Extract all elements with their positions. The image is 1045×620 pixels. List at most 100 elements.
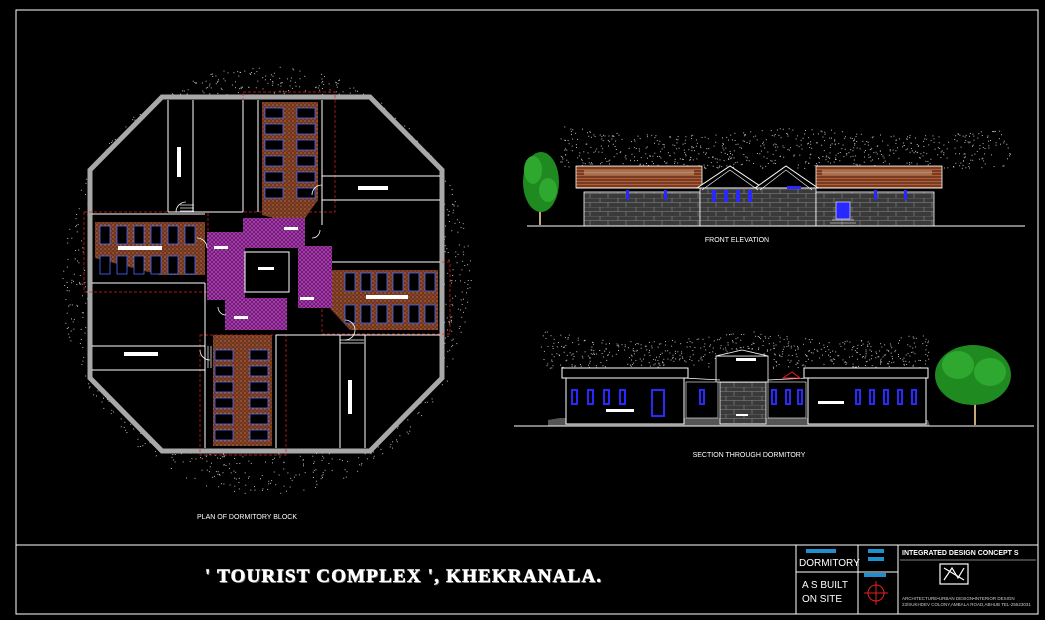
stipple-dot bbox=[86, 178, 88, 180]
stipple-dot bbox=[922, 335, 924, 337]
stipple-dot bbox=[270, 79, 271, 81]
stipple-dot bbox=[567, 337, 569, 339]
bunk-bed bbox=[296, 171, 316, 183]
stipple-dot bbox=[363, 93, 364, 95]
stipple-dot bbox=[712, 347, 714, 349]
stipple-dot bbox=[927, 160, 929, 162]
stipple-dot bbox=[630, 341, 632, 343]
stipple-dot bbox=[445, 337, 447, 339]
stipple-dot bbox=[807, 143, 809, 145]
stipple-dot bbox=[729, 156, 731, 158]
stipple-dot bbox=[675, 352, 676, 354]
stipple-dot bbox=[234, 485, 236, 487]
stipple-dot bbox=[790, 147, 791, 149]
stipple-dot bbox=[890, 136, 892, 138]
stipple-dot bbox=[829, 152, 831, 154]
stipple-dot bbox=[588, 157, 590, 159]
stipple-dot bbox=[922, 343, 924, 345]
stipple-dot bbox=[73, 319, 75, 321]
stipple-dot bbox=[566, 149, 568, 151]
stipple-dot bbox=[1007, 147, 1009, 149]
stipple-dot bbox=[829, 146, 831, 148]
stipple-dot bbox=[337, 83, 339, 84]
stipple-dot bbox=[695, 139, 697, 141]
stipple-dot bbox=[911, 162, 913, 164]
stipple-dot bbox=[804, 162, 806, 164]
stipple-dot bbox=[448, 322, 450, 324]
stipple-dot bbox=[452, 358, 454, 360]
stipple-dot bbox=[279, 66, 281, 68]
stipple-dot bbox=[943, 144, 945, 146]
bunk-bed bbox=[133, 255, 145, 275]
stipple-dot bbox=[312, 455, 314, 457]
stipple-dot bbox=[201, 469, 203, 471]
stipple-dot bbox=[893, 152, 895, 154]
stipple-dot bbox=[774, 143, 776, 145]
stipple-dot bbox=[189, 460, 191, 462]
stipple-dot bbox=[842, 359, 844, 361]
stipple-dot bbox=[889, 343, 891, 345]
stipple-dot bbox=[272, 459, 274, 460]
bunk-bed bbox=[264, 139, 284, 151]
stipple-dot bbox=[762, 340, 764, 342]
stipple-dot bbox=[708, 363, 710, 364]
bunk-bed bbox=[214, 349, 234, 361]
stipple-dot bbox=[631, 153, 633, 155]
stipple-dot bbox=[867, 144, 869, 146]
stipple-dot bbox=[841, 148, 843, 150]
stipple-dot bbox=[609, 351, 610, 353]
stipple-dot bbox=[930, 140, 932, 142]
stipple-dot bbox=[830, 162, 831, 164]
stipple-dot bbox=[624, 156, 626, 158]
stipple-dot bbox=[109, 142, 110, 144]
stipple-dot bbox=[793, 154, 795, 156]
stipple-dot bbox=[321, 460, 323, 461]
stipple-dot bbox=[624, 344, 626, 346]
stipple-dot bbox=[767, 151, 769, 153]
stipple-dot bbox=[903, 364, 905, 366]
stipple-dot bbox=[751, 348, 753, 349]
stipple-dot bbox=[470, 280, 472, 281]
stipple-dot bbox=[589, 357, 590, 359]
stipple-dot bbox=[249, 73, 251, 74]
section-tree bbox=[935, 345, 1011, 425]
stipple-dot bbox=[814, 348, 816, 350]
stipple-dot bbox=[721, 145, 723, 147]
stipple-dot bbox=[201, 82, 203, 84]
stipple-dot bbox=[464, 321, 466, 323]
stipple-dot bbox=[303, 463, 304, 465]
stipple-dot bbox=[339, 458, 341, 460]
stipple-dot bbox=[863, 161, 865, 163]
stipple-dot bbox=[460, 280, 461, 282]
stipple-dot bbox=[66, 328, 68, 329]
stipple-dot bbox=[224, 80, 226, 82]
stipple-dot bbox=[202, 90, 204, 92]
bunk-bed bbox=[99, 225, 111, 245]
stipple-dot bbox=[283, 461, 285, 463]
stipple-dot bbox=[657, 366, 659, 368]
stipple-dot bbox=[459, 326, 461, 327]
stipple-dot bbox=[612, 135, 614, 137]
stipple-dot bbox=[954, 139, 956, 140]
stipple-dot bbox=[719, 165, 721, 167]
stipple-dot bbox=[217, 80, 219, 82]
stipple-dot bbox=[915, 137, 916, 139]
stipple-dot bbox=[689, 356, 691, 358]
stipple-dot bbox=[850, 156, 852, 158]
stipple-dot bbox=[909, 137, 911, 139]
stipple-dot bbox=[773, 162, 775, 164]
stipple-dot bbox=[596, 353, 598, 355]
stipple-dot bbox=[763, 353, 765, 355]
stipple-dot bbox=[905, 149, 907, 151]
stipple-dot bbox=[408, 128, 410, 130]
stipple-dot bbox=[915, 150, 916, 152]
stipple-dot bbox=[552, 365, 554, 367]
stipple-dot bbox=[303, 465, 304, 467]
stipple-dot bbox=[963, 153, 965, 155]
stipple-dot bbox=[731, 154, 733, 156]
stipple-dot bbox=[274, 457, 275, 459]
stipple-dot bbox=[775, 344, 777, 346]
stipple-dot bbox=[315, 486, 316, 488]
stipple-dot bbox=[831, 143, 833, 145]
stipple-dot bbox=[467, 245, 469, 247]
